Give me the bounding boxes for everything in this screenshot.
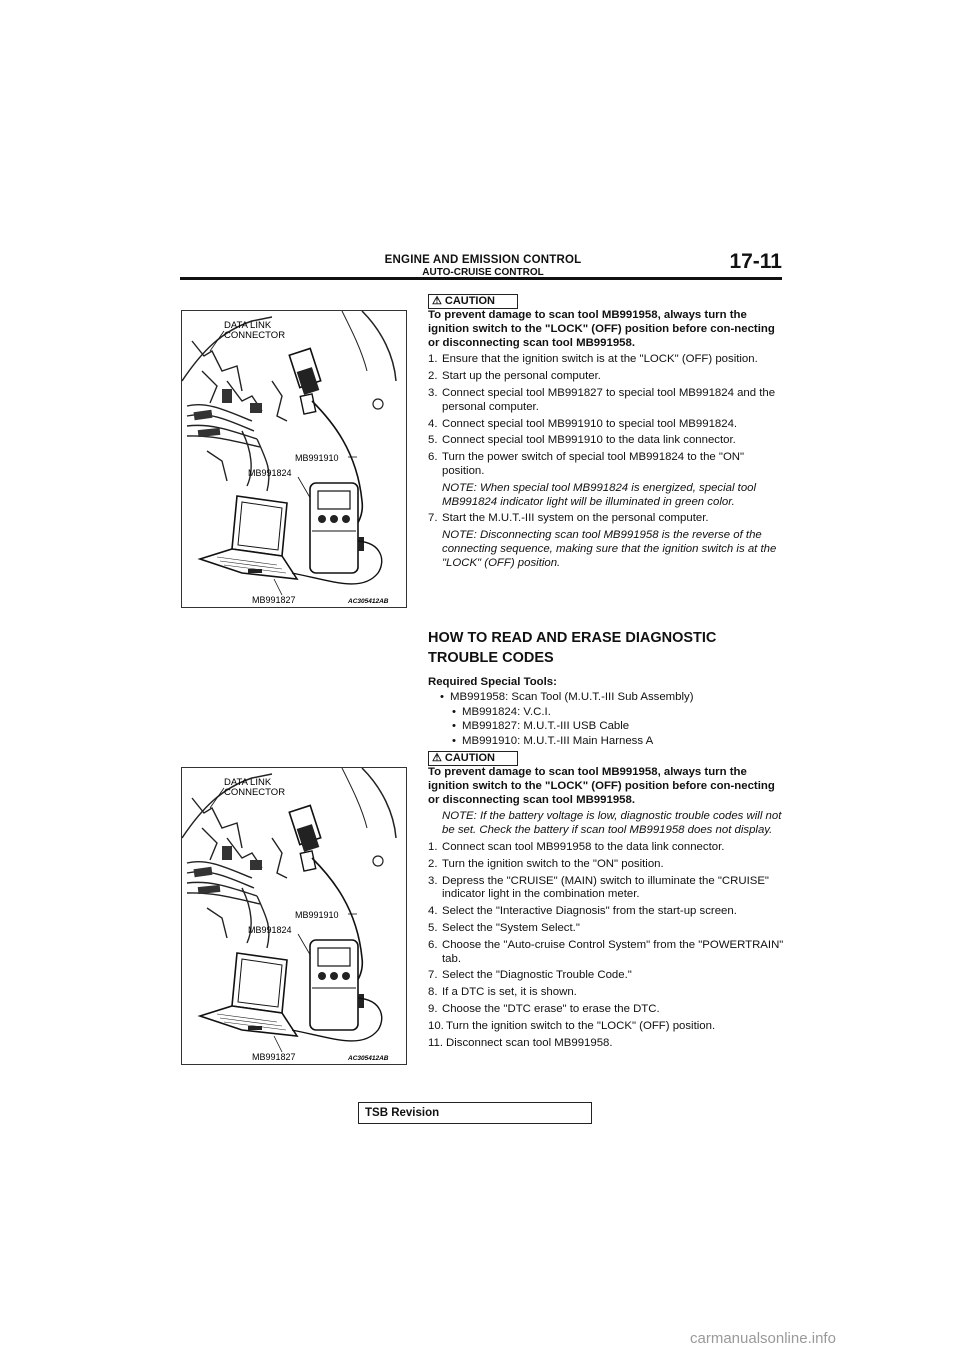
label-mb991910: MB991910 [295, 910, 339, 920]
label-dlc-line1: DATA LINK [224, 777, 272, 788]
caution-box: ⚠CAUTION [428, 294, 518, 309]
caution-label: CAUTION [444, 295, 495, 307]
laptop-shape [197, 952, 299, 1037]
label-mb991910: MB991910 [295, 453, 339, 463]
list-item: 5.Connect special tool MB991910 to the d… [428, 434, 736, 447]
figure-scan-tool-connection-2: DATA LINK CONNECTOR MB991910 MB991824 MB… [181, 767, 407, 1065]
bullet-icon: • [440, 690, 444, 703]
list-item: 1.Connect scan tool MB991958 to the data… [428, 840, 725, 853]
warning-triangle-icon: ⚠ [432, 752, 442, 764]
tools-label: Required Special Tools: [428, 676, 557, 688]
watermark: carmanualsonline.info [690, 1330, 836, 1347]
figure-scan-tool-connection-1: DATA LINK CONNECTOR MB991910 MB991824 MB… [181, 310, 407, 608]
vci-device-shape [309, 482, 364, 574]
figure-code: AC305412AB [347, 1055, 389, 1062]
list-item: 3.Connect special tool MB991827 to speci… [428, 386, 776, 413]
label-dlc-line2: CONNECTOR [224, 787, 285, 798]
label-mb991824: MB991824 [248, 468, 292, 478]
bullet-icon: • [452, 735, 456, 748]
list-item: •MB991958: Scan Tool (M.U.T.-III Sub Ass… [440, 690, 694, 703]
list-item: 6.Turn the power switch of special tool … [428, 451, 745, 477]
data-link-connector-shape [288, 347, 322, 415]
scan-tool-diagram: DATA LINK CONNECTOR MB991910 MB991824 MB… [182, 768, 397, 1062]
read-erase-section: HOW TO READ AND ERASE DIAGNOSTIC TROUBLE… [428, 628, 784, 749]
label-mb991824: MB991824 [248, 925, 292, 935]
list-item: 6.Choose the "Auto-cruise Control System… [428, 938, 784, 965]
section-heading: TROUBLE CODES [428, 650, 554, 666]
list-item: 11.Disconnect scan tool MB991958. [428, 1036, 613, 1049]
section-title: ENGINE AND EMISSION CONTROL [384, 254, 582, 266]
laptop-shape [197, 495, 299, 580]
list-item: 7.Start the M.U.T.-III system on the per… [428, 512, 709, 525]
list-item: •MB991824: V.C.I. [452, 705, 551, 718]
list-item: 7.Select the "Diagnostic Trouble Code." [428, 969, 632, 982]
read-erase-procedure: ⚠CAUTION To prevent damage to scan tool … [428, 751, 784, 1050]
note-text: NOTE: Disconnecting scan tool MB991958 i… [442, 529, 777, 569]
caution-label: CAUTION [444, 752, 495, 764]
scan-tool-diagram: DATA LINK CONNECTOR MB991910 MB991824 MB… [182, 311, 397, 605]
section-heading: HOW TO READ AND ERASE DIAGNOSTIC [428, 630, 717, 646]
subsection-title: AUTO-CRUISE CONTROL [422, 267, 544, 278]
warning-triangle-icon: ⚠ [432, 295, 442, 307]
note-text: NOTE: If the battery voltage is low, dia… [442, 810, 782, 837]
list-item: •MB991910: M.U.T.-III Main Harness A [452, 735, 654, 748]
page-number: 17-11 [729, 250, 782, 273]
list-item: 3.Depress the "CRUISE" (MAIN) switch to … [428, 874, 769, 901]
data-link-connector-shape [288, 804, 322, 872]
bullet-icon: • [452, 720, 456, 733]
list-item: 9.Choose the "DTC erase" to erase the DT… [428, 1002, 660, 1015]
label-dlc-line2: CONNECTOR [224, 330, 285, 341]
list-item: 2.Turn the ignition switch to the "ON" p… [428, 857, 664, 870]
header-rule [180, 277, 782, 280]
label-dlc-line1: DATA LINK [224, 320, 272, 331]
list-item: 5.Select the "System Select." [428, 921, 580, 934]
list-item: 2.Start up the personal computer. [428, 370, 601, 383]
list-item: 4.Connect special tool MB991910 to speci… [428, 417, 738, 430]
list-item: 10.Turn the ignition switch to the "LOCK… [428, 1019, 716, 1032]
caution-text: To prevent damage to scan tool MB991958,… [428, 766, 775, 806]
caution-text: To prevent damage to scan tool MB991958,… [428, 309, 775, 349]
list-item: 4.Select the "Interactive Diagnosis" fro… [428, 905, 737, 918]
list-item: 1.Ensure that the ignition switch is at … [428, 353, 758, 366]
vci-device-shape [309, 939, 364, 1031]
bullet-icon: • [452, 705, 456, 718]
label-mb991827: MB991827 [252, 595, 296, 605]
tsb-revision-box: TSB Revision [358, 1102, 592, 1124]
list-item: •MB991827: M.U.T.-III USB Cable [452, 720, 630, 733]
note-text: NOTE: When special tool MB991824 is ener… [442, 481, 757, 508]
list-item: 8.If a DTC is set, it is shown. [428, 986, 577, 999]
connection-procedure: ⚠CAUTION To prevent damage to scan tool … [428, 294, 784, 571]
label-mb991827: MB991827 [252, 1052, 296, 1062]
figure-code: AC305412AB [347, 598, 389, 605]
caution-box: ⚠CAUTION [428, 751, 518, 766]
